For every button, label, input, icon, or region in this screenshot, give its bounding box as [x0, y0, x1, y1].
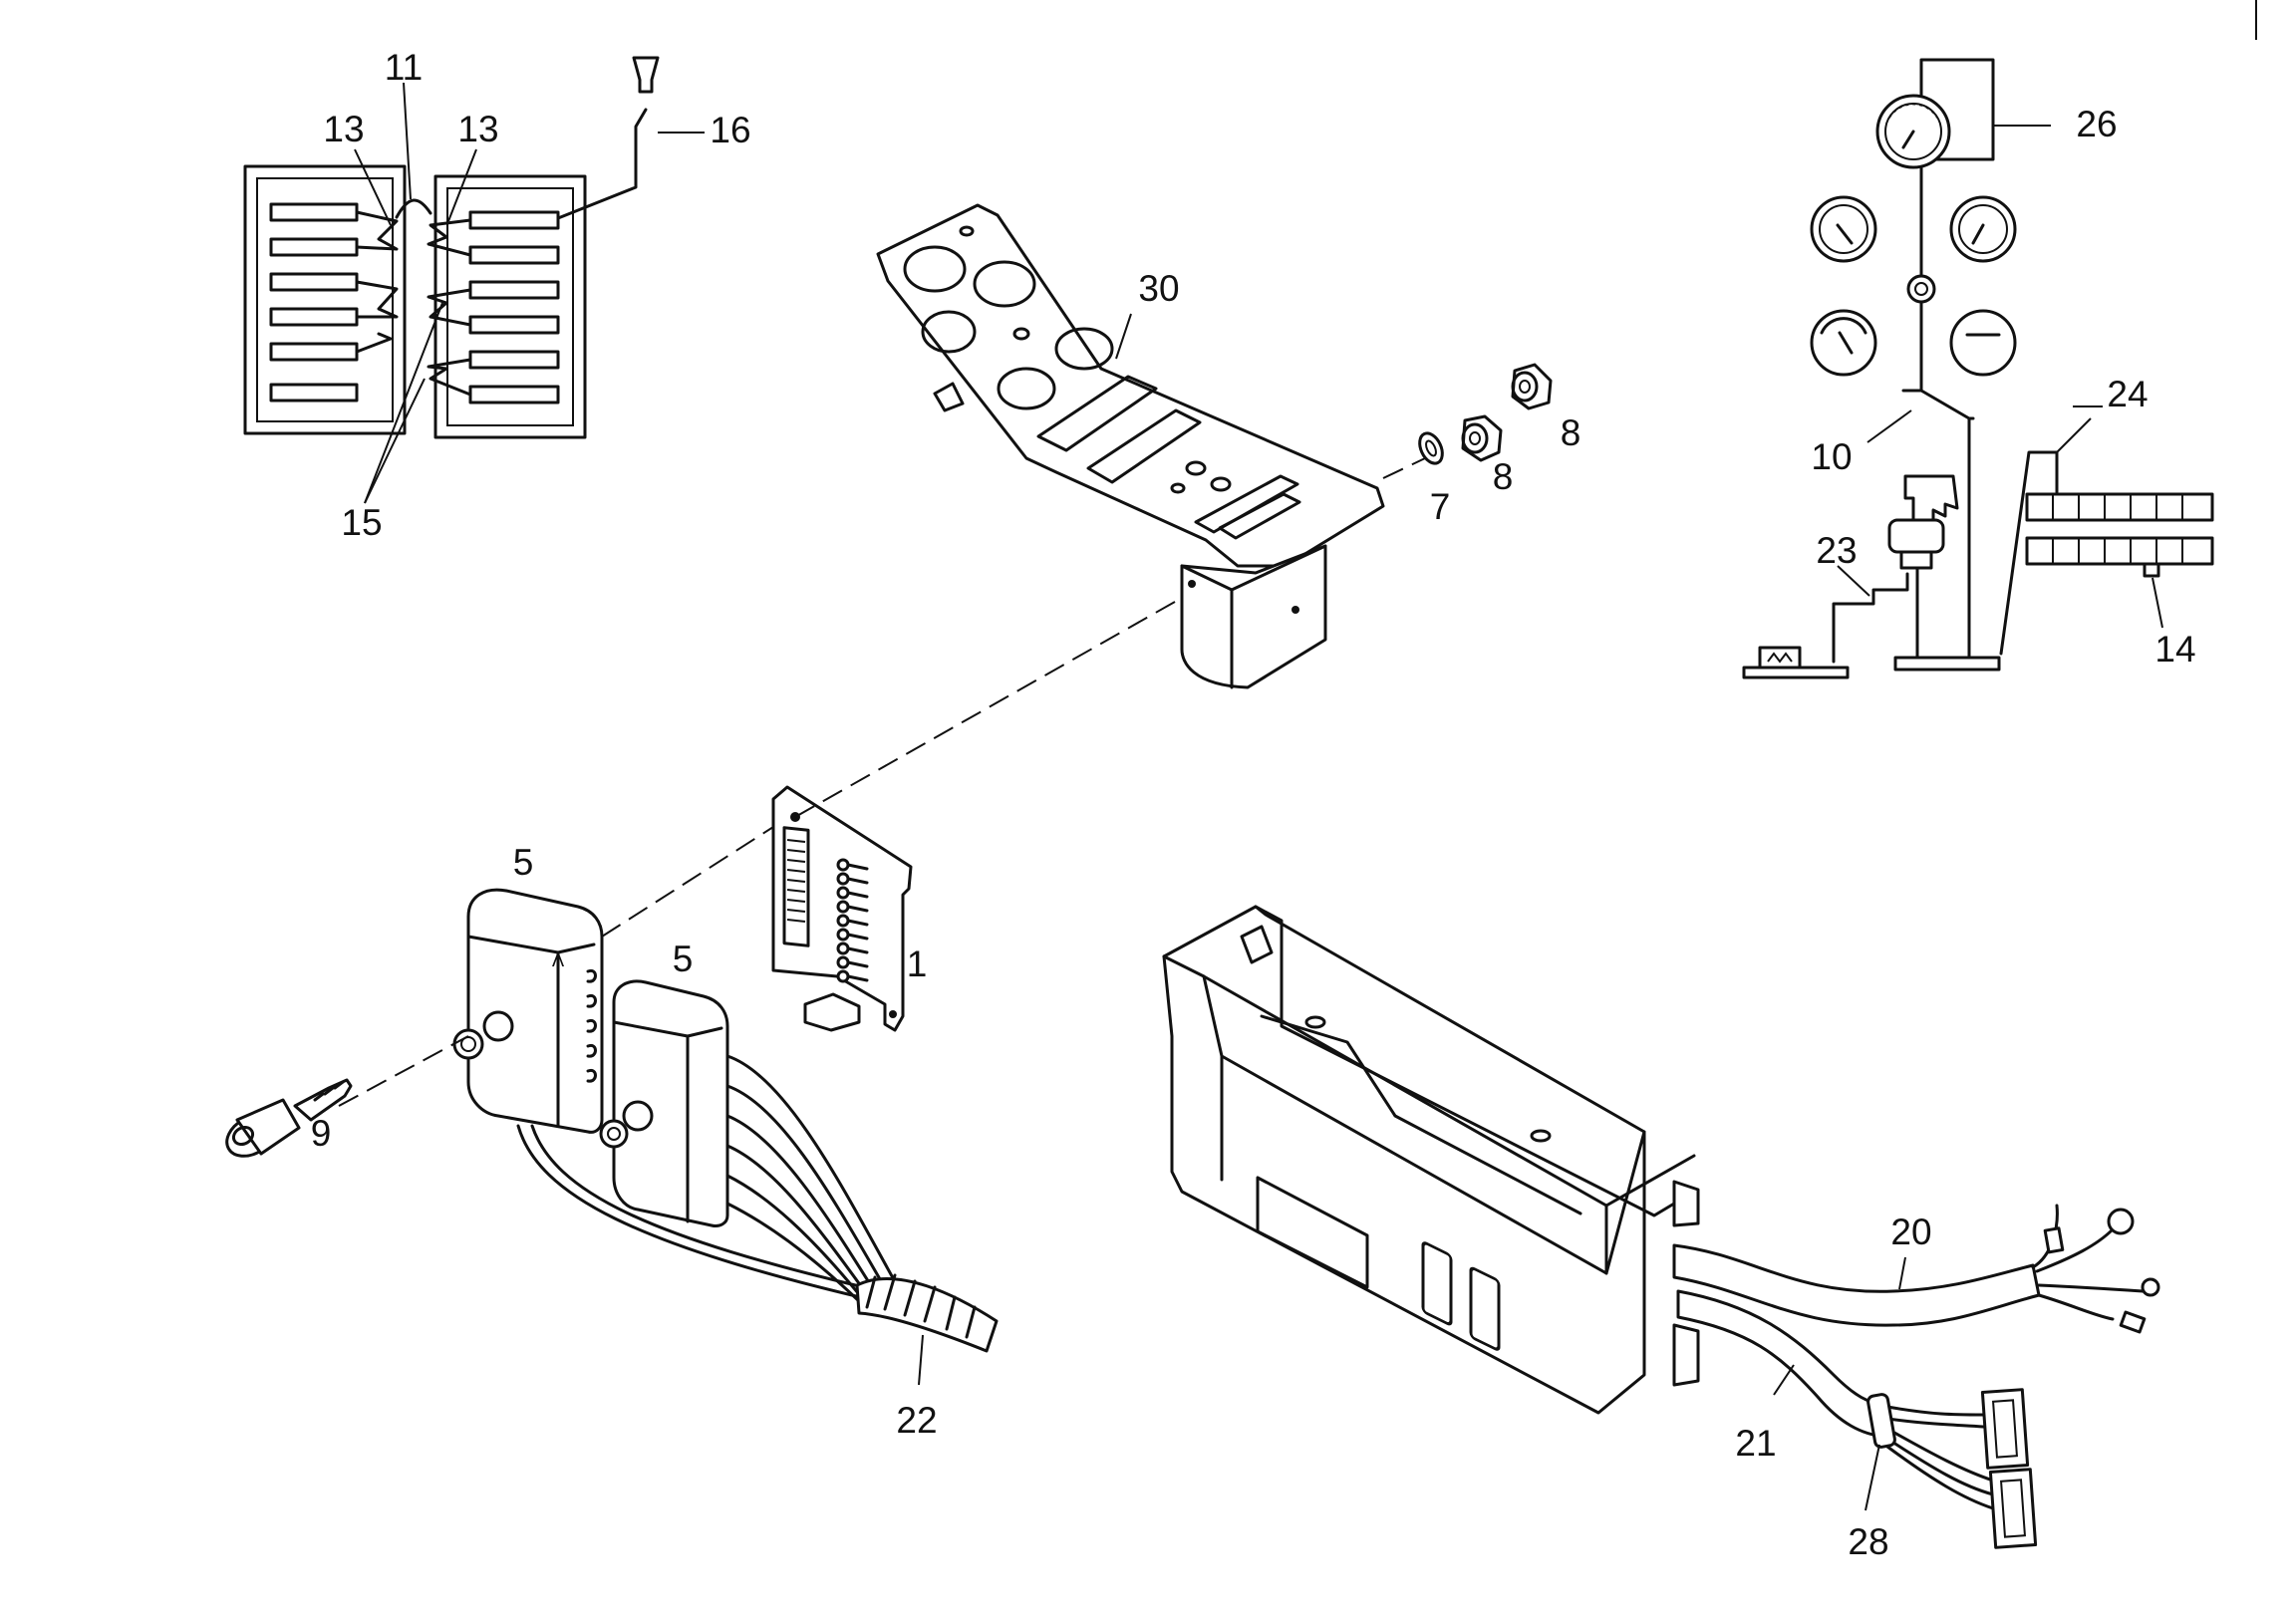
- switch-housing-b: [599, 979, 729, 1227]
- callout-labels: 1 5 5 7 8 8 9 10 11 13 13 14 15 16 20 21…: [311, 47, 2196, 1562]
- callout-8b: 8: [1561, 412, 1581, 453]
- callout-30: 30: [1138, 268, 1179, 309]
- gauge-right-bottom: [1949, 309, 2017, 377]
- callout-13b: 13: [457, 109, 498, 149]
- callout-21: 21: [1735, 1423, 1776, 1464]
- fuse-slots-left: [269, 202, 359, 403]
- fuse-links: [355, 210, 472, 397]
- switch-bank-upper: [2025, 492, 2214, 522]
- callout-20: 20: [1890, 1212, 1931, 1252]
- fuse-panel-assembly: [243, 56, 705, 504]
- callout-26: 26: [2076, 104, 2117, 144]
- callout-11: 11: [385, 47, 423, 88]
- gauge-left-top: [1810, 195, 1877, 263]
- indicator-lamp: [1906, 274, 1936, 304]
- lock-washer-7: [1418, 431, 1444, 465]
- fuse-panel-right: [433, 174, 587, 439]
- cap-screw-9: [225, 1078, 353, 1158]
- fuse-panel-left: [243, 164, 407, 435]
- callout-1: 1: [907, 944, 928, 984]
- terminal-row: [836, 858, 869, 983]
- instrument-schematic: [1742, 58, 2214, 679]
- warning-lamp-module: [1742, 646, 1850, 679]
- svg-text:ᐱ: ᐱ: [552, 950, 565, 970]
- console-housing: [1162, 905, 1700, 1415]
- fuse-slots-right: [468, 210, 560, 404]
- callout-8a: 8: [1493, 456, 1514, 497]
- gauge-right-top: [1949, 195, 2017, 263]
- circuit-board: [771, 597, 1183, 1032]
- callout-10: 10: [1811, 436, 1852, 477]
- instrument-panel: [876, 203, 1385, 689]
- callout-24: 24: [2107, 374, 2148, 414]
- gauge-left-bottom: [1810, 309, 1877, 377]
- ignition-switch: [1832, 474, 2001, 672]
- callout-14: 14: [2154, 629, 2195, 670]
- cable-21: [1676, 1289, 2038, 1549]
- cable-20: [1672, 1204, 2160, 1334]
- fasteners-7-8: [1382, 363, 1553, 479]
- speedometer-gauge: [1875, 94, 1951, 169]
- callout-7: 7: [1430, 486, 1451, 527]
- wire-harness-22: [516, 1054, 999, 1386]
- callout-23: 23: [1816, 530, 1857, 571]
- switch-housing-a: ᐱ: [452, 888, 604, 1134]
- callout-22: 22: [896, 1400, 937, 1441]
- nut-8a: [1461, 414, 1503, 462]
- callout-9: 9: [311, 1113, 332, 1154]
- callout-5b: 5: [673, 939, 694, 979]
- callout-16: 16: [710, 110, 750, 150]
- callout-28: 28: [1848, 1521, 1888, 1562]
- callout-13a: 13: [323, 109, 364, 149]
- switch-bank-lower: [2025, 536, 2214, 578]
- callout-5a: 5: [513, 842, 534, 883]
- callout-15: 15: [341, 502, 382, 543]
- nut-8b: [1511, 363, 1553, 410]
